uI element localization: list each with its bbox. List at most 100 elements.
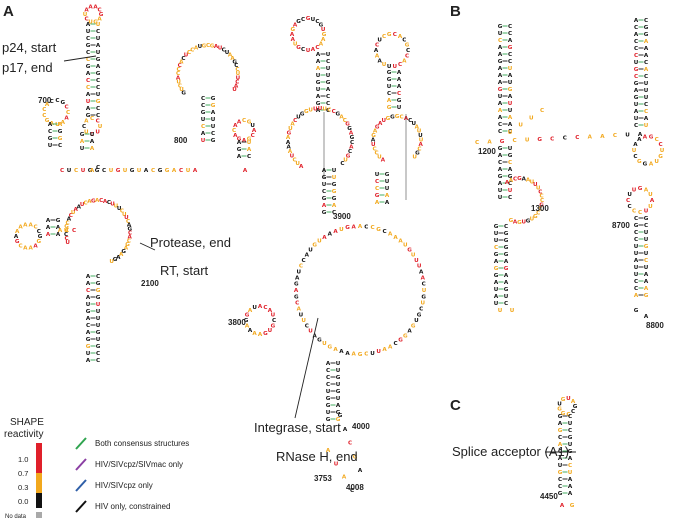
nucleotide: C	[558, 484, 562, 490]
nucleotide: G	[181, 91, 186, 97]
nucleotide: A	[649, 162, 654, 168]
nucleotide: C	[375, 43, 379, 49]
nucleotide: C	[538, 189, 542, 195]
nucleotide: C	[305, 324, 309, 330]
nucleotide: A	[385, 200, 390, 206]
nucleotide: A	[201, 131, 206, 137]
nucleotide: A	[242, 138, 247, 144]
nucleotide: G	[338, 413, 343, 419]
nucleotide: C	[292, 157, 296, 163]
nucleotide: C	[613, 133, 617, 139]
nucleotide: G	[316, 80, 321, 86]
nucleotide: C	[419, 307, 423, 313]
nucleotide: C	[235, 67, 239, 73]
nucleotide: U	[412, 154, 417, 160]
nucleotide: G	[287, 130, 292, 136]
nucleotide: G	[48, 136, 53, 142]
nucleotide: A	[352, 352, 357, 358]
nucleotide: G	[568, 435, 573, 441]
nucleotide: C	[96, 113, 100, 119]
nucleotide: A	[498, 66, 503, 72]
nucleotide: U	[311, 17, 316, 23]
nucleotide: U	[632, 148, 637, 154]
nucleotide: A	[326, 87, 331, 93]
nucleotide: C	[406, 48, 410, 54]
position-700: 700	[38, 96, 52, 105]
nucleotide: U	[211, 117, 216, 123]
nucleotide: C	[634, 237, 638, 243]
panel-label-b: B	[450, 3, 461, 20]
position-4008: 4008	[346, 483, 364, 492]
nucleotide: G	[508, 45, 513, 51]
nucleotide: A	[230, 56, 235, 62]
nucleotide: A	[322, 203, 327, 209]
nucleotide: U	[377, 38, 382, 44]
nucleotide: U	[109, 259, 114, 265]
nucleotide: U	[117, 206, 122, 212]
nucleotide: A	[193, 168, 198, 174]
nucleotide: G	[526, 219, 531, 225]
nucleotide: C	[568, 414, 572, 420]
nucleotide: A	[67, 217, 72, 223]
nucleotide: G	[494, 266, 499, 272]
nucleotide: G	[336, 375, 341, 381]
nucleotide: C	[222, 47, 226, 53]
nucleotide: C	[644, 109, 648, 115]
nucleotide: C	[498, 160, 502, 166]
nucleotide: U	[525, 138, 530, 144]
nucleotide: U	[86, 99, 91, 105]
nucleotide: G	[634, 67, 639, 73]
nucleotide: G	[347, 126, 352, 132]
nucleotide: G	[539, 202, 544, 208]
nucleotide: U	[634, 265, 639, 271]
nucleotide: C	[417, 147, 421, 153]
nucleotide: A	[237, 140, 242, 146]
nucleotide: G	[494, 252, 499, 258]
nucleotide: U	[334, 461, 339, 467]
nucleotide: C	[263, 305, 267, 311]
nucleotide: A	[237, 154, 242, 160]
nucleotide: C	[86, 85, 90, 91]
nucleotide: A	[56, 225, 61, 231]
nucleotide: U	[644, 251, 649, 257]
nucleotide: U	[308, 329, 313, 335]
nucleotide: U	[336, 382, 341, 388]
nucleotide: C	[644, 74, 648, 80]
nucleotide: G	[116, 168, 121, 174]
nucleotide: G	[371, 133, 376, 139]
nucleotide: U	[504, 294, 509, 300]
nucleotide: U	[96, 92, 101, 98]
legend-no-data-label: No data	[5, 514, 27, 520]
nucleotide: A	[333, 229, 338, 235]
nucleotide: A	[498, 108, 503, 114]
nucleotide: A	[505, 180, 510, 186]
nucleotide: U	[644, 123, 649, 129]
nucleotide: U	[124, 215, 129, 221]
nucleotide: C	[659, 142, 663, 148]
nucleotide: G	[96, 288, 101, 294]
nucleotide: U	[414, 258, 419, 264]
nucleotide: U	[322, 182, 327, 188]
legend-line-hiv-only	[75, 500, 87, 513]
nucleotide: A	[404, 116, 409, 122]
nucleotide: G	[332, 182, 337, 188]
nucleotide: C	[86, 323, 90, 329]
nucleotide: C	[58, 143, 62, 149]
nucleotide: C	[508, 181, 512, 187]
nucleotide: C	[187, 50, 191, 56]
nucleotide: C	[97, 7, 101, 13]
nucleotide: U	[247, 140, 252, 146]
nucleotide: U	[648, 192, 653, 198]
legend-label-both-consensus: Both consensus structures	[95, 439, 189, 448]
nucleotide: C	[251, 133, 255, 139]
nucleotide: A	[644, 188, 649, 194]
nucleotide: U	[644, 81, 649, 87]
nucleotide: G	[500, 139, 505, 145]
nucleotide: C	[151, 168, 155, 174]
nucleotide: C	[242, 118, 246, 124]
nucleotide: C	[348, 441, 352, 447]
nucleotide: U	[557, 401, 562, 407]
nucleotide: G	[558, 414, 563, 420]
nucleotide: A	[211, 110, 216, 116]
nucleotide: G	[573, 404, 578, 410]
